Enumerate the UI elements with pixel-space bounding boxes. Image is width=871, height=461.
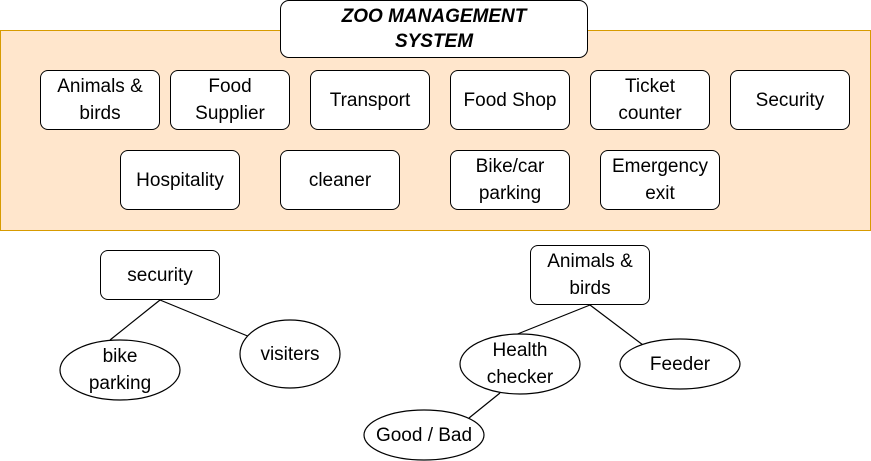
edge-animals-feeder — [589, 304, 644, 346]
label-bike-parking: bike parking — [88, 346, 152, 394]
module-security: Security — [730, 70, 850, 130]
ellipse-health-checker — [459, 333, 581, 395]
ellipse-visiters — [239, 319, 341, 389]
module-food-supplier: Food Supplier — [170, 70, 290, 130]
module-food-shop: Food Shop — [450, 70, 570, 130]
module-cleaner: cleaner — [280, 150, 400, 210]
edge-security-bike-parking — [109, 299, 161, 341]
animals-tree-root: Animals & birds — [530, 245, 650, 305]
ellipse-bike-parking — [59, 339, 181, 401]
ellipse-good-bad — [363, 409, 485, 461]
module-transport: Transport — [310, 70, 430, 130]
security-tree-root: security — [100, 250, 220, 300]
module-ticket-counter: Ticket counter — [590, 70, 710, 130]
edge-animals-health-checker — [509, 304, 591, 338]
label-health-checker: Health checker — [486, 340, 554, 388]
diagram-title: ZOO MANAGEMENT SYSTEM — [280, 0, 588, 58]
module-hospitality: Hospitality — [120, 150, 240, 210]
edge-health-checker-good-bad — [468, 392, 501, 419]
label-good-bad: Good / Bad — [375, 424, 473, 446]
label-feeder: Feeder — [649, 353, 711, 375]
module-emergency-exit: Emergency exit — [600, 150, 720, 210]
module-bike-car-parking: Bike/car parking — [450, 150, 570, 210]
edge-security-visiters — [159, 299, 251, 338]
ellipse-feeder — [619, 338, 741, 390]
label-visiters: visiters — [260, 343, 320, 365]
module-animals-birds: Animals & birds — [40, 70, 160, 130]
